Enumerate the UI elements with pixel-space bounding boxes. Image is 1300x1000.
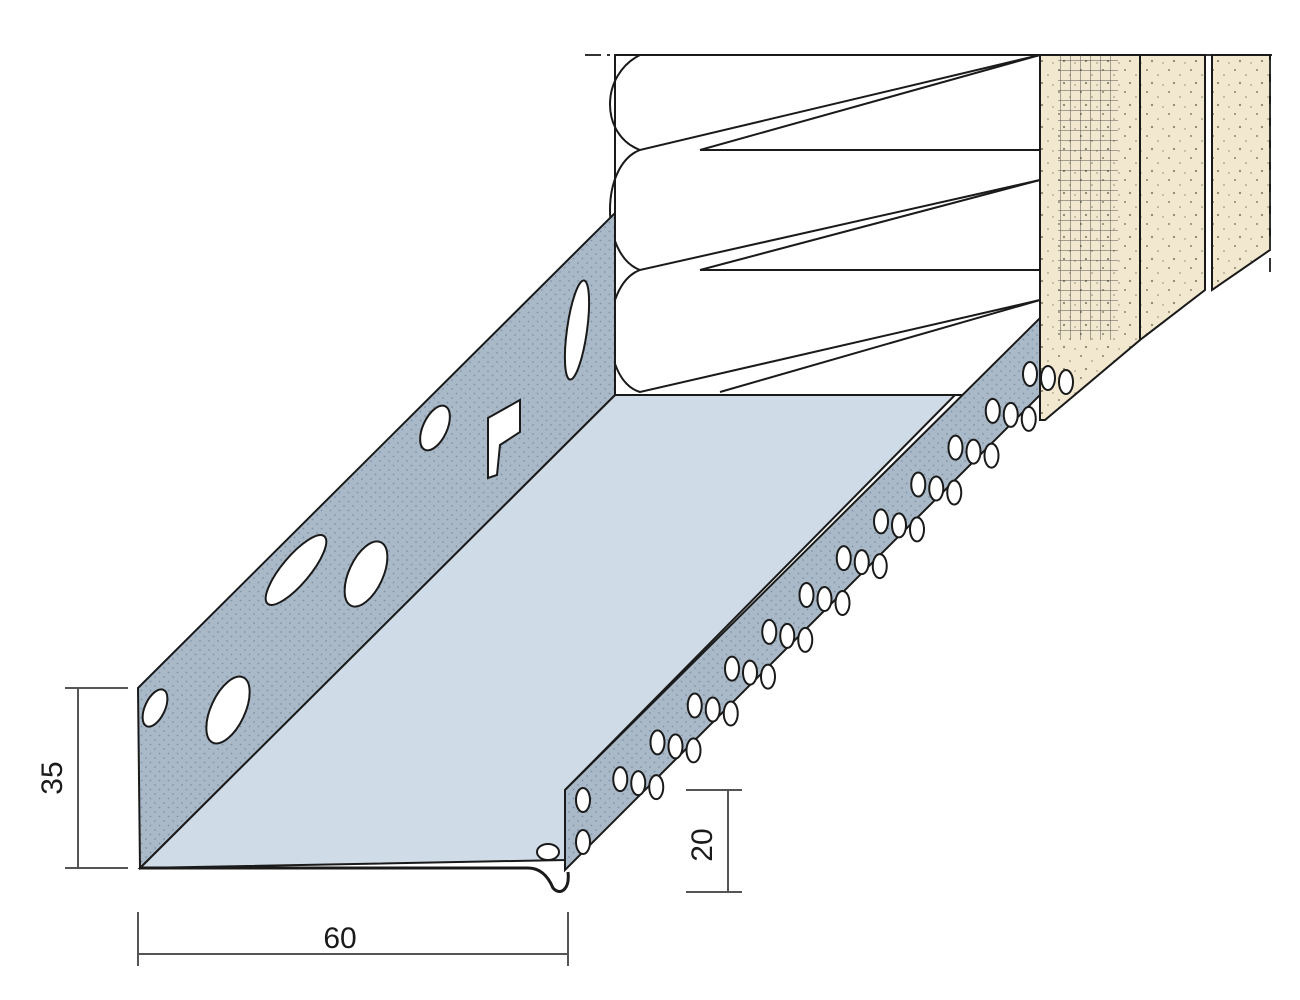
perforation-hole <box>685 737 702 764</box>
wall-assembly <box>585 54 1272 421</box>
drip-edge-holes <box>575 361 1074 855</box>
perforation-hole <box>575 829 591 855</box>
perforation-hole <box>965 438 982 465</box>
perforation-hole <box>612 766 629 793</box>
base-coat-with-mesh <box>1039 54 1141 421</box>
perforation-hole <box>630 770 647 797</box>
perforation-hole <box>1040 365 1056 391</box>
perforation-hole <box>667 733 684 760</box>
perforation-hole <box>779 622 796 649</box>
dimension-height-label: 35 <box>36 761 69 794</box>
perforation-hole <box>1020 405 1037 432</box>
perforation-hole <box>834 590 851 616</box>
perforation-hole <box>816 586 833 612</box>
perforation-hole <box>797 626 814 653</box>
base-profile <box>136 210 1074 893</box>
finish-coat-1 <box>1139 54 1206 343</box>
perforation-hole <box>947 434 964 461</box>
perforation-hole <box>853 549 870 576</box>
perforation-hole <box>871 553 888 580</box>
perforation-hole <box>891 512 907 539</box>
dimension-lip-label: 20 <box>686 828 719 861</box>
perforation-hole <box>984 397 1001 424</box>
perforation-hole <box>983 442 1000 469</box>
perforation-hole <box>1022 361 1038 387</box>
perforation-hole <box>1058 369 1074 395</box>
perforation-hole <box>928 475 945 502</box>
perforation-hole <box>910 471 927 498</box>
perforation-hole <box>873 508 889 535</box>
perforation-hole <box>760 663 776 690</box>
perforation-hole <box>722 700 739 727</box>
perforation-hole <box>575 787 591 813</box>
perforation-hole <box>648 774 665 801</box>
perforation-hole <box>835 545 852 572</box>
perforation-hole <box>686 692 703 719</box>
perforation-hole <box>909 516 925 543</box>
finish-coat-2 <box>1211 54 1271 292</box>
perforation-hole <box>761 618 778 645</box>
dimension-height <box>65 687 128 869</box>
dimension-width-label: 60 <box>323 922 356 955</box>
perforation-hole <box>724 655 740 682</box>
perforation-hole <box>798 582 815 608</box>
perforation-hole <box>1002 401 1019 428</box>
dimension-lip <box>686 789 742 893</box>
back-flange-holes <box>141 279 591 745</box>
perforation-hole <box>704 696 721 723</box>
dimension-width <box>137 912 569 966</box>
drip-hook <box>140 866 570 893</box>
insulation-layer <box>609 54 1056 396</box>
perforation-hole <box>946 479 963 506</box>
perforation-hole <box>649 729 666 756</box>
perforation-hole <box>742 659 758 686</box>
